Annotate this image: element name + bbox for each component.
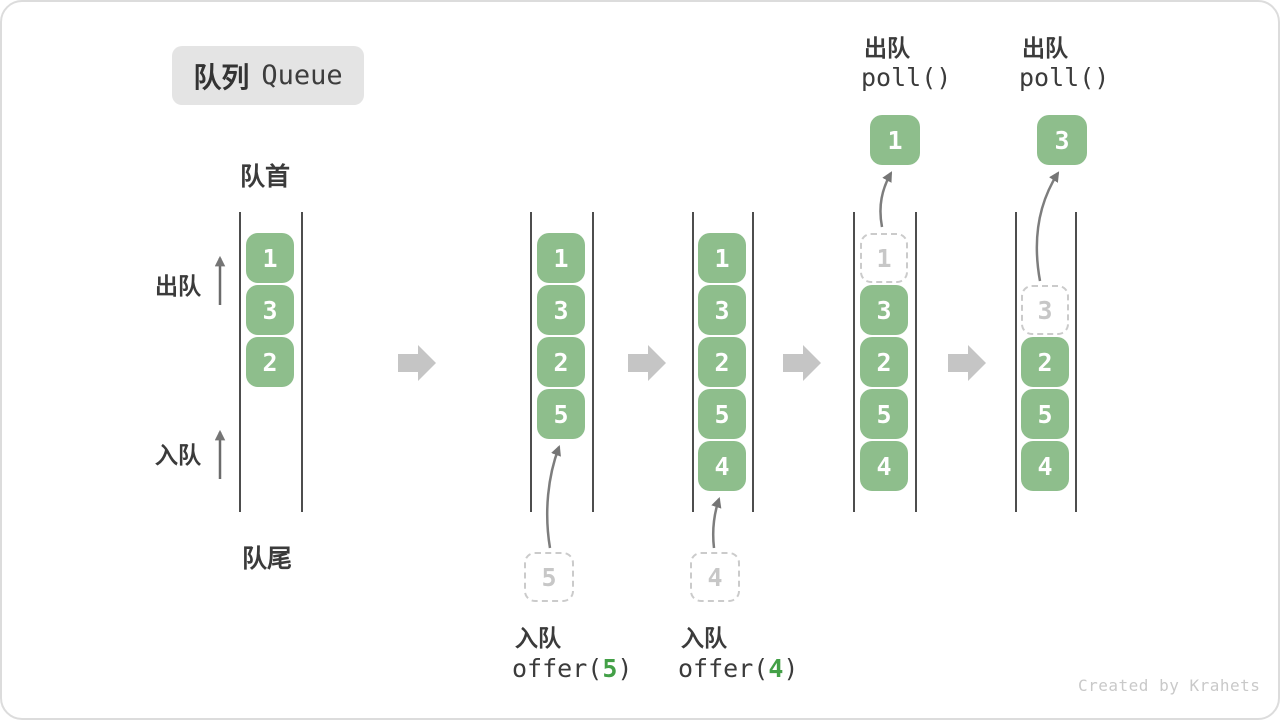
queue-element: 5	[537, 389, 585, 439]
queue-element: 5	[1021, 389, 1069, 439]
queue-element: 3	[537, 285, 585, 335]
enqueue-side-label: 入队	[155, 442, 201, 468]
queue-channel-line	[530, 212, 532, 512]
queue-element: 2	[860, 337, 908, 387]
dequeue-arrow-poll1-icon	[879, 171, 893, 228]
offer-code-part: )	[617, 654, 633, 683]
offer-code: offer(4)	[678, 654, 798, 683]
offer-code-part: )	[783, 654, 799, 683]
queue-element: 5	[698, 389, 746, 439]
queue-channel-line	[592, 212, 594, 512]
queue-element: 2	[698, 337, 746, 387]
dequeue-label: 出队	[864, 35, 910, 61]
queue-front-label: 队首	[240, 163, 291, 191]
queue-element: 5	[860, 389, 908, 439]
queue-channel-line	[239, 212, 241, 512]
queue-channel-line	[301, 212, 303, 512]
queue-element: 3	[246, 285, 294, 335]
transition-arrow-icon	[948, 345, 986, 381]
removed-element: 1	[870, 115, 920, 165]
queue-element: 1	[537, 233, 585, 283]
dequeue-side-label: 出队	[155, 273, 201, 299]
dequeue-label: 出队	[1022, 35, 1068, 61]
queue-element: 1	[246, 233, 294, 283]
title-badge: 队列 Queue	[172, 46, 364, 105]
queue-element: 4	[1021, 441, 1069, 491]
enqueue-arrow-offer4-icon	[711, 497, 722, 549]
queue-element: 4	[698, 441, 746, 491]
offer-code-part: offer(	[678, 654, 769, 683]
enqueue-arrow-offer5-icon	[546, 445, 561, 549]
queue-channel-line	[915, 212, 917, 512]
queue-channel-line	[853, 212, 855, 512]
queue-element: 1	[698, 233, 746, 283]
transition-arrow-icon	[628, 345, 666, 381]
queue-channel-line	[692, 212, 694, 512]
queue-channel-line	[1015, 212, 1017, 512]
transition-arrow-icon	[783, 345, 821, 381]
transition-arrow-icon	[398, 345, 436, 381]
poll-code: poll()	[1019, 63, 1110, 92]
queue-rear-label: 队尾	[242, 545, 293, 573]
poll-code: poll()	[861, 63, 952, 92]
watermark: Created by Krahets	[1078, 676, 1261, 695]
offer-code-part: 4	[768, 654, 784, 683]
title-zh: 队列	[193, 61, 250, 93]
enqueue-label: 入队	[681, 625, 727, 651]
dequeued-element-placeholder: 3	[1021, 285, 1069, 335]
queue-channel-line	[752, 212, 754, 512]
incoming-element: 4	[690, 552, 740, 602]
offer-code: offer(5)	[512, 654, 632, 683]
offer-code-part: 5	[602, 654, 618, 683]
enqueue-label: 入队	[515, 625, 561, 651]
queue-channel-line	[1075, 212, 1077, 512]
queue-element: 2	[1021, 337, 1069, 387]
title-en: Queue	[261, 60, 343, 91]
incoming-element: 5	[524, 552, 574, 602]
queue-element: 2	[246, 337, 294, 387]
queue-element: 2	[537, 337, 585, 387]
removed-element: 3	[1037, 115, 1087, 165]
offer-code-part: offer(	[512, 654, 603, 683]
queue-element: 3	[698, 285, 746, 335]
dequeue-arrow-poll3-icon	[1035, 171, 1060, 282]
queue-element: 3	[860, 285, 908, 335]
queue-element: 4	[860, 441, 908, 491]
dequeued-element-placeholder: 1	[860, 233, 908, 283]
